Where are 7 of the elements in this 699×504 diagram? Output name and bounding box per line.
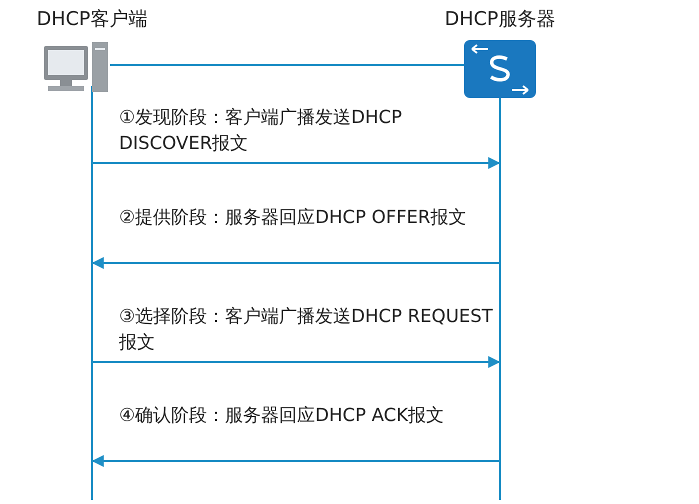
participant-title: DHCP服务器: [444, 7, 556, 32]
message-arrow: [93, 157, 500, 169]
participant-title: DHCP客户端: [36, 7, 148, 32]
message-arrow: [93, 356, 500, 368]
link-line: [110, 64, 464, 66]
message-arrow: [92, 257, 499, 269]
message-arrow: [92, 455, 499, 467]
